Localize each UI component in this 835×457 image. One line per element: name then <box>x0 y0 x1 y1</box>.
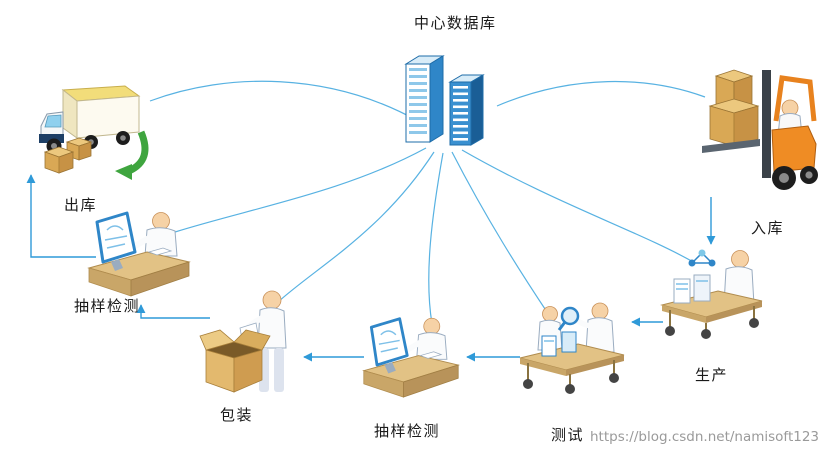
label-production: 生产 <box>695 366 729 384</box>
connector-db-production <box>461 149 696 264</box>
flow-packaging-sampling1 <box>136 304 210 319</box>
connector-db-inbound <box>496 80 706 107</box>
inbound-node <box>696 66 818 201</box>
watermark-url: https://blog.csdn.net/namisoft123 <box>590 429 820 445</box>
connector-db-sampling2 <box>428 152 444 325</box>
production-cart-icon <box>660 249 763 339</box>
label-central-database: 中心数据库 <box>414 14 497 32</box>
magnifier-icon <box>560 306 580 326</box>
label-testing: 测试 <box>551 426 585 444</box>
central-database-node <box>403 50 503 150</box>
testing-node <box>516 300 628 395</box>
connector-db-sampling1 <box>174 147 427 233</box>
flow-sampling1-outbound <box>26 174 96 258</box>
label-sampling-inspection-1: 抽样检测 <box>74 297 141 315</box>
label-sampling-inspection-2: 抽样检测 <box>374 422 441 440</box>
label-outbound: 出库 <box>64 196 98 214</box>
label-packaging: 包装 <box>220 406 254 424</box>
connector-db-testing <box>451 151 550 316</box>
label-inbound: 入库 <box>751 219 785 237</box>
forklift-icon <box>702 69 818 190</box>
connector-db-packaging <box>277 151 435 303</box>
connector-db-outbound <box>149 80 419 122</box>
inspection-workstation-icon <box>362 317 461 398</box>
cargo-boxes-icon <box>43 137 93 174</box>
server-rack-icon <box>404 55 485 146</box>
production-node <box>658 243 766 341</box>
outbound-node <box>33 76 158 194</box>
sampling-inspection-1-node <box>85 208 193 298</box>
sampling-inspection-2-node <box>360 314 462 399</box>
testing-cart-icon <box>519 302 625 394</box>
packaging-node <box>198 288 298 400</box>
packing-box-icon <box>199 290 287 393</box>
unload-arrow-icon <box>127 130 149 175</box>
pallet-boxes-icon <box>708 69 760 147</box>
delivery-truck-icon <box>39 85 149 180</box>
inspection-workstation-icon <box>87 211 191 297</box>
